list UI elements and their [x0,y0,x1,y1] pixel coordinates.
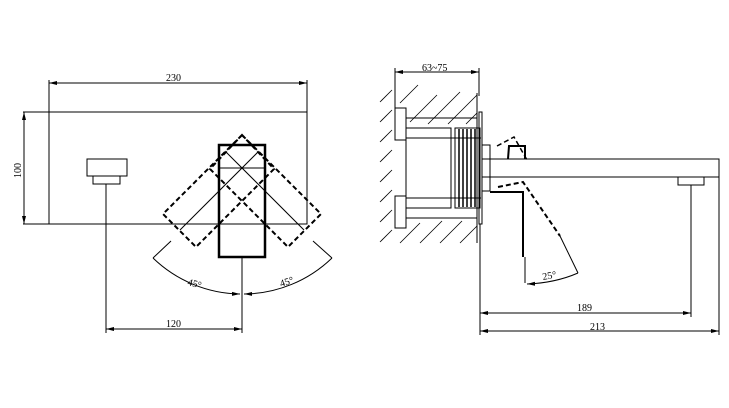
spout [481,144,720,317]
total-depth-dimension-label: 213 [590,322,605,333]
wall-plate-outline [48,111,308,225]
offset-dimension-label: 120 [166,319,181,330]
side-view: 63~75 [379,63,720,335]
width-dimension-label: 230 [166,73,181,84]
lever-angle-label: 25° [542,270,558,283]
handle-rotated-left [161,133,276,249]
rotation-arc-left [152,257,241,296]
front-view: 230 100 45° 45° 120 [13,73,333,333]
rotation-arc-right [243,257,333,296]
angle-left-label: 45° [186,277,202,291]
valve-body [394,107,481,229]
height-dimension-label: 100 [13,163,24,178]
aerator [677,176,705,186]
spout-reach-dimension-label: 189 [577,303,592,314]
angle-right-label: 45° [279,275,296,290]
lever-angle-arc [526,272,579,286]
lever [490,135,579,283]
spout-outlet [86,158,128,333]
handle [217,143,267,333]
handle-rotated-right [208,133,323,249]
wall-depth-dimension-label: 63~75 [422,63,447,74]
